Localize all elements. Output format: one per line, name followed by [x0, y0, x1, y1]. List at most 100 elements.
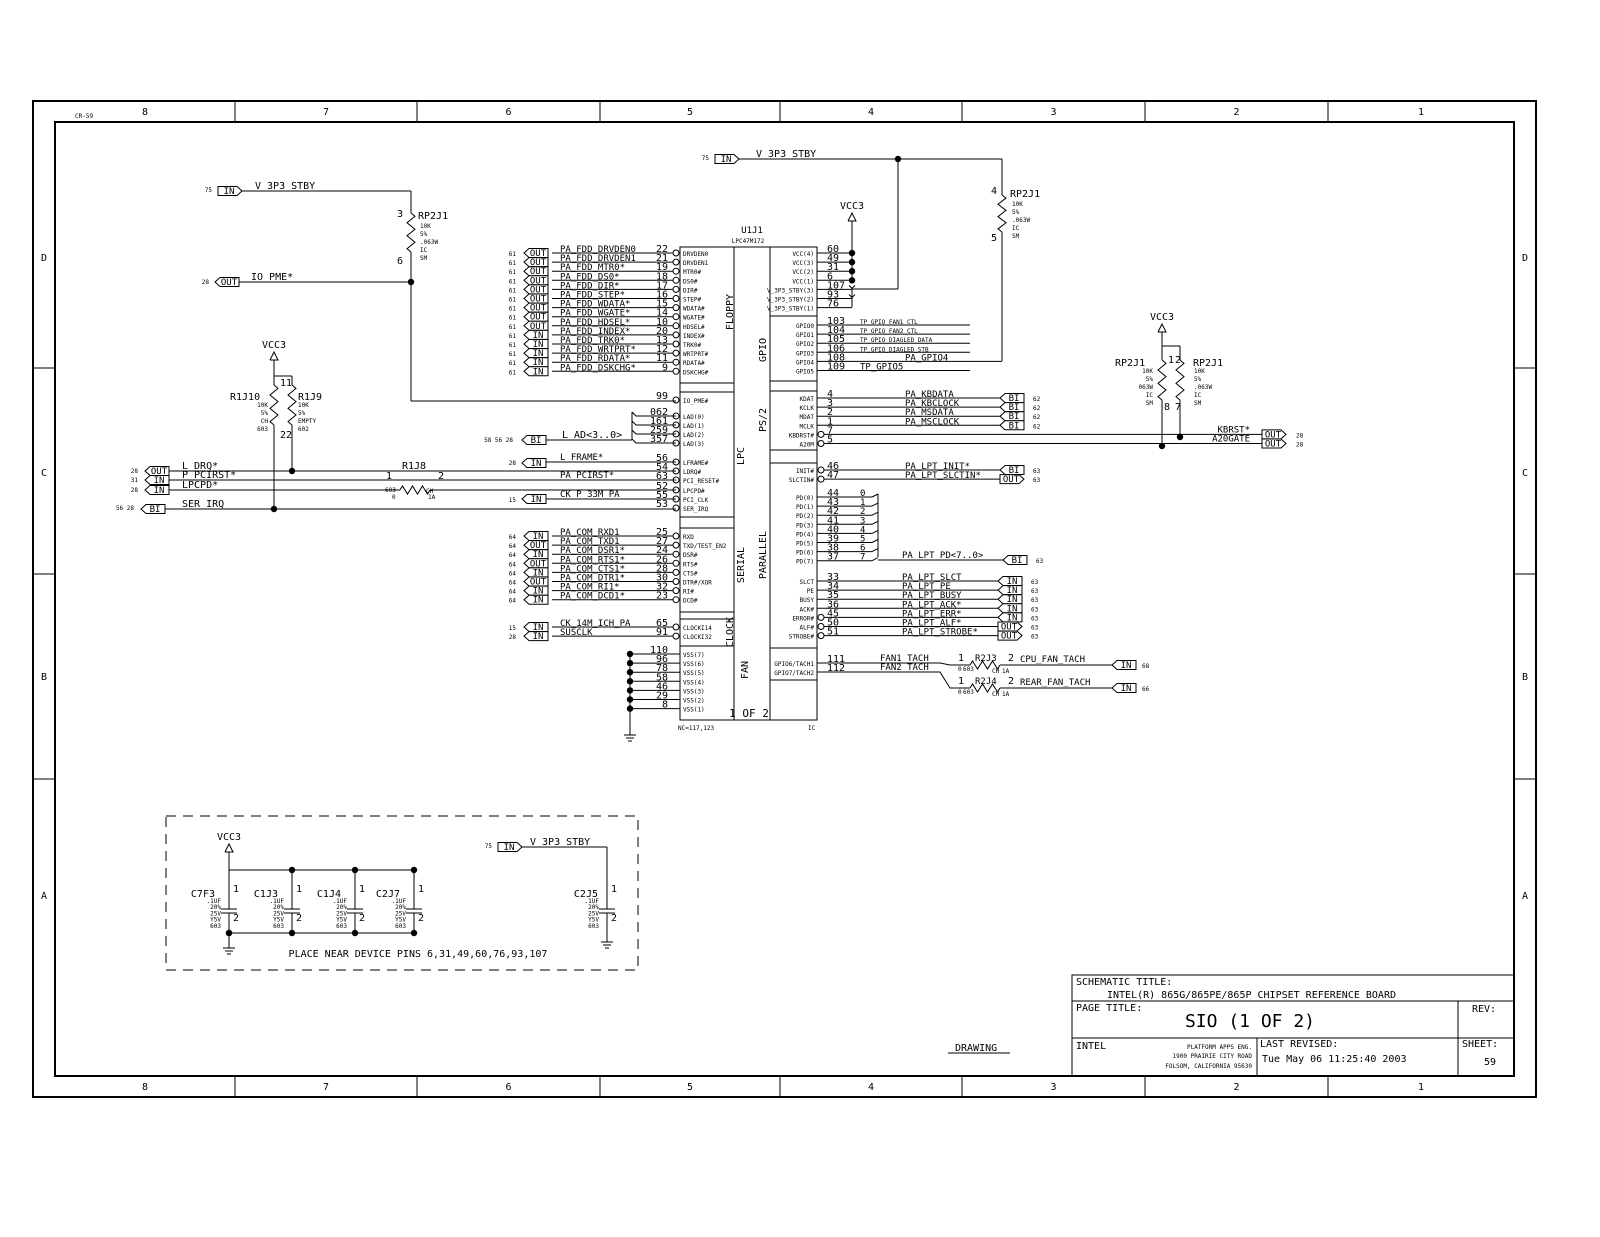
pin-name: LAD(2) [683, 432, 705, 439]
offpage-connector-bi: BI [999, 420, 1025, 431]
net-label: L_AD<3..0> [562, 430, 622, 441]
ic-group-label: FAN [740, 661, 751, 679]
zone-label-left: B [41, 672, 47, 683]
sheet-reference: 15 [509, 497, 517, 504]
bus-entry [871, 493, 879, 498]
connector-direction: IN [224, 187, 235, 197]
net-label: TP_GPIO_DIAGLED_DATA [860, 337, 933, 344]
offpage-connector-in: IN [144, 475, 170, 486]
pin-name: CTS# [683, 570, 698, 577]
zone-label-bottom: 5 [687, 1082, 693, 1093]
junction-dot [1158, 442, 1166, 450]
resistor-value: 10K [420, 223, 431, 230]
resistor-r1j9 [287, 384, 297, 426]
capacitor-value: 20% [395, 904, 406, 911]
pin-name: PE [807, 588, 815, 595]
capacitor-value: 25V [588, 910, 599, 917]
capacitor-value: 603 [588, 923, 599, 930]
connector-shape [1261, 438, 1287, 449]
connector-shape [523, 302, 549, 313]
connector-shape [523, 366, 549, 377]
connector-direction: IN [1121, 661, 1132, 671]
pin-name: GPIO7/TACH2 [774, 670, 814, 677]
pin-name: VSS(1) [683, 707, 705, 714]
net-label: SER_IRQ [182, 499, 224, 510]
pin-number: 31 [827, 262, 839, 273]
power-net-label: VCC3 [262, 340, 286, 351]
resistor-value: 5% [298, 410, 306, 417]
pin-name: MCLK [800, 423, 815, 430]
zone-label-left: C [41, 468, 47, 479]
pin-name: VCC(2) [792, 269, 814, 276]
pin-name: SER_IRQ [683, 506, 709, 513]
capacitor-value: 20% [336, 904, 347, 911]
zone-label-bottom: 8 [142, 1082, 148, 1093]
offpage-connector-in: IN [523, 585, 549, 597]
offpage-connector-bi: BI [999, 393, 1025, 404]
connector-shape [523, 339, 549, 349]
ic-part-of: 1 OF 2 [729, 707, 769, 720]
pin-name: VSS(5) [683, 670, 705, 677]
connector-shape [997, 612, 1023, 623]
offpage-connector-in: IN [997, 585, 1023, 596]
power-net-label: VCC3 [1150, 312, 1174, 323]
inversion-bubble [672, 322, 680, 330]
capacitor-value: .1UF [585, 898, 600, 905]
inversion-bubble [672, 331, 680, 339]
resistor-refdes: RP2J1 [418, 211, 448, 222]
connector-shape [1002, 555, 1028, 565]
connector-direction: OUT [1001, 623, 1018, 633]
resistor-value: 5% [1194, 376, 1202, 383]
pin-name: PD(5) [796, 541, 814, 548]
connector-direction: IN [1007, 604, 1018, 614]
resistor-value: 603 [257, 426, 268, 433]
net-label: CK_P_33M_PA [560, 490, 620, 500]
pin-number: 49 [827, 253, 839, 264]
pin-number: 2 [827, 407, 833, 418]
pin-name: VCC(3) [792, 260, 814, 267]
net-label: L_DRQ* [182, 461, 218, 472]
offpage-connector-in: IN [1111, 683, 1137, 694]
fan-resistor [969, 660, 1001, 670]
pin-number: 103 [827, 316, 845, 327]
connector-direction: IN [531, 495, 542, 505]
ic-group-label: SERIAL [736, 547, 747, 583]
resistor-value: 0 [958, 689, 962, 696]
pin-number: 38 [827, 543, 839, 554]
net-label: PA_LPT_STROBE* [902, 628, 978, 638]
pin-number: 1 [958, 653, 964, 664]
pin-number: 25 [656, 527, 668, 538]
sheet-reference: 61 [509, 369, 517, 376]
net-label: PA_FDD_HDSEL* [560, 318, 630, 328]
pin-number: 2 [359, 913, 365, 924]
net-label: TP_GPIO_DIAGLED_STB [860, 346, 929, 353]
pin-number: 19 [656, 262, 668, 273]
resistor-value: 10K [298, 402, 309, 409]
sheet-reference: 63 [1031, 625, 1039, 632]
net-label: PA_LPT_PE [902, 582, 951, 592]
pin-number: 1 [296, 884, 302, 895]
pin-number: 2 [280, 430, 286, 441]
pin-name: MTR0# [683, 269, 701, 276]
connector-shape [523, 357, 549, 368]
net-label: PA_LPT_ALF* [902, 619, 962, 629]
resistor-value: SM [420, 255, 428, 262]
net-label: PA_LPT_INIT* [905, 462, 970, 472]
net-label: PA_KBDATA [905, 390, 954, 400]
pin-name: WDATA# [683, 306, 705, 313]
pin-number: 30 [656, 573, 668, 584]
connector-shape [217, 186, 243, 196]
offpage-connector-in: IN [523, 366, 549, 377]
net-label: PA_FDD_TRK0* [560, 336, 625, 346]
offpage-connector-in: IN [523, 549, 549, 560]
resistor-value: 5% [1012, 209, 1020, 216]
resistor-package: 603 [385, 487, 396, 494]
sheet-reference: 64 [509, 598, 517, 605]
pin-number: 40 [827, 524, 839, 535]
resistor-value: 5% [420, 231, 428, 238]
connector-shape [523, 329, 549, 340]
connector-direction: IN [533, 532, 544, 542]
pin-number: 2 [1008, 653, 1014, 664]
net-label: PA_GPIO4 [905, 353, 948, 363]
